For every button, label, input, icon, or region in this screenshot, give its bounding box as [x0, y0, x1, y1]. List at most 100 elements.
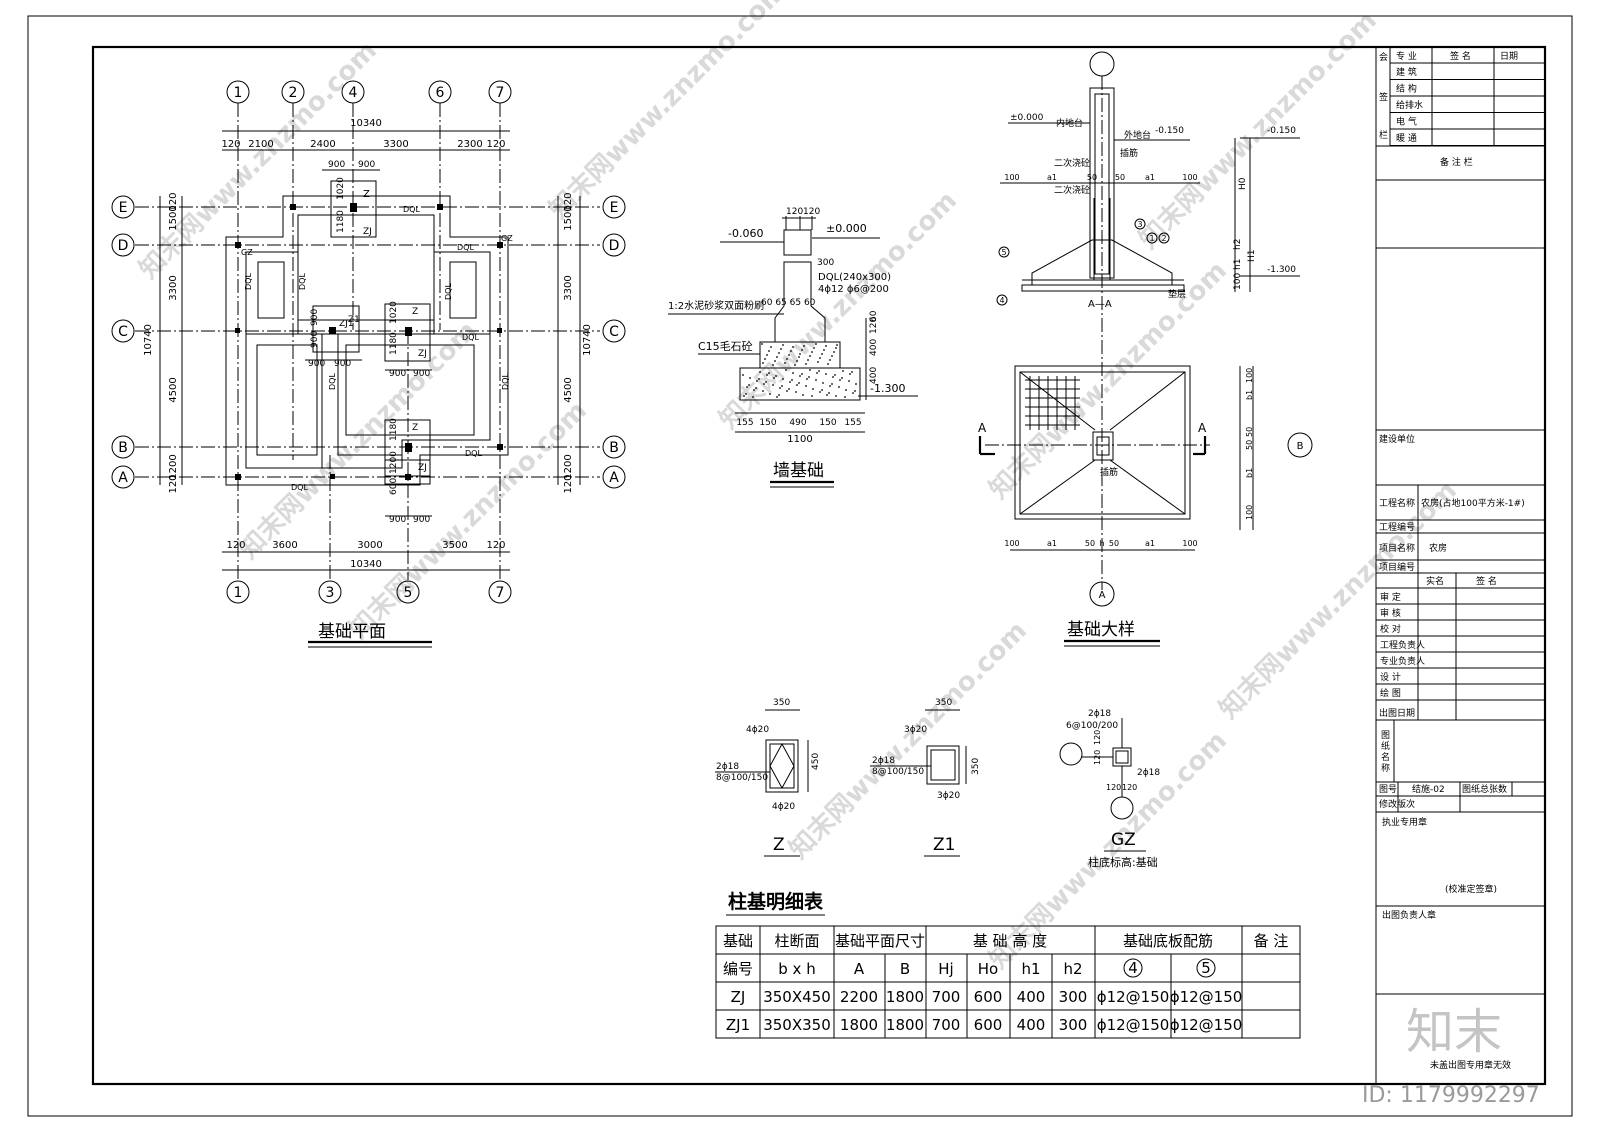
detail-mark-label: 5: [1001, 248, 1006, 257]
axis-bottom-3-label: 3: [326, 585, 335, 601]
concrete-speckle: [775, 375, 777, 377]
concrete-speckle: [782, 344, 784, 346]
col-z-w: 350: [773, 698, 790, 708]
concrete-speckle: [806, 378, 808, 380]
detail-dim: 50: [1087, 173, 1097, 182]
plan-d600: 600: [389, 478, 399, 495]
detail-sec-a-right: A: [1198, 421, 1207, 435]
plan-dim-left: 4500: [168, 377, 179, 402]
outer-frame: [27, 15, 1573, 1117]
concrete-speckle: [743, 395, 745, 397]
concrete-speckle: [849, 373, 851, 375]
detail-dim: 50: [1115, 173, 1125, 182]
tb-item-name-label: 项目名称: [1379, 542, 1415, 554]
concrete-speckle: [759, 371, 761, 373]
wall-mortar: 1:2水泥砂浆双面粉刷: [668, 299, 764, 312]
concrete-speckle: [833, 351, 835, 353]
col-z1-bottom: 3ϕ20: [937, 791, 960, 801]
table-header-bubble: [1123, 958, 1143, 978]
concrete-speckle: [815, 379, 817, 381]
table-cell: 700: [932, 1016, 961, 1034]
column-sections: 350 450 4ϕ20 2ϕ18 8@100/150 4ϕ20 Z 350 3…: [715, 698, 1160, 869]
table-cell: 350X350: [763, 1016, 831, 1034]
table-header: 5: [1201, 959, 1211, 977]
concrete-speckle: [780, 348, 782, 350]
axis-left-E-label: E: [119, 200, 128, 216]
concrete-speckle: [788, 354, 790, 356]
concrete-speckle: [763, 383, 765, 385]
plan-total-height-right: 10740: [582, 324, 593, 356]
table-cell: ZJ: [731, 988, 746, 1006]
concrete-speckle: [835, 347, 837, 349]
label-dql-10: DQL: [328, 373, 337, 390]
tb-logo-note: 未盖出图专用章无效: [1430, 1059, 1511, 1071]
axis-right-C-label: C: [609, 324, 619, 340]
axis-left-B-label: B: [118, 440, 128, 456]
wall-beam-rebar: 4ϕ12 ϕ6@200: [818, 284, 889, 295]
table-header: B: [900, 960, 910, 978]
plan-dim-bottom: 3600: [272, 540, 297, 551]
table-cell: 350X450: [763, 988, 831, 1006]
col-gz-d3: 120: [1106, 783, 1121, 792]
concrete-speckle: [796, 360, 798, 362]
concrete-speckle: [831, 383, 833, 385]
table-header: A: [854, 960, 865, 978]
concrete-speckle: [765, 381, 767, 383]
table-cell: 1800: [886, 988, 924, 1006]
concrete-speckle: [769, 393, 771, 395]
table-cell: 300: [1059, 988, 1088, 1006]
concrete-speckle: [776, 396, 778, 398]
tb-role: 校 对: [1380, 623, 1401, 635]
detail-dim: 100: [1004, 173, 1019, 182]
axis-right-D-label: D: [609, 238, 620, 254]
concrete-speckle: [768, 350, 770, 352]
plan-dim-top: 120: [486, 139, 505, 150]
concrete-speckle: [844, 396, 846, 398]
detail-plan-dim: 100: [1245, 368, 1254, 383]
concrete-speckle: [789, 381, 791, 383]
concrete-speckle: [805, 363, 807, 365]
concrete-speckle: [834, 374, 836, 376]
axis-bottom-5-bubble: [396, 580, 420, 604]
table-header: Hj: [938, 960, 953, 978]
plan-dim-right: 3300: [563, 275, 574, 300]
tb-role: 绘 图: [1380, 687, 1401, 699]
concrete-speckle: [803, 345, 805, 347]
concrete-speckle: [811, 395, 813, 397]
label-zj-3: ZJ: [418, 463, 427, 473]
concrete-speckle: [801, 349, 803, 351]
concrete-speckle: [796, 384, 798, 386]
detail-anchor2: 插筋: [1100, 466, 1118, 478]
wall-elev-side: -0.060: [728, 227, 763, 240]
detail-plan-bottom-dim: h: [1099, 539, 1104, 548]
axis-top-6-label: 6: [436, 85, 445, 101]
detail-plan-bottom-dim: 50: [1109, 539, 1119, 548]
plan-total-width-bottom: 10340: [350, 559, 382, 570]
detail-plan-bottom-dim: 100: [1182, 539, 1197, 548]
plan-dim-left: 1200: [168, 454, 179, 479]
wall-dim-right: 400: [869, 339, 879, 356]
concrete-speckle: [749, 377, 751, 379]
axis-bottom-7-label: 7: [496, 585, 505, 601]
label-zj-2: ZJ: [418, 349, 427, 359]
wall-elev-bottom: -1.300: [870, 382, 905, 395]
plan-total-height: 10740: [143, 324, 154, 356]
label-z1: Z1: [348, 315, 360, 325]
table-header: h2: [1063, 960, 1082, 978]
tb-total-label: 图纸总张数: [1462, 783, 1507, 795]
axis-right-B-label: B: [609, 440, 619, 456]
plan-dim-top: 2100: [248, 139, 273, 150]
table-header: 编号: [723, 960, 753, 978]
plan-dim-top: 2400: [310, 139, 335, 150]
label-zj1: ZJ1: [339, 319, 354, 329]
concrete-speckle: [753, 389, 755, 391]
tb-build-unit: 建设单位: [1379, 433, 1415, 445]
concrete-speckle: [792, 346, 794, 348]
wall-dim-right: 120: [869, 317, 879, 334]
plan-dim-left: 120: [168, 474, 179, 493]
detail-mark-bubble: [1146, 232, 1158, 244]
concrete-speckle: [809, 355, 811, 357]
concrete-speckle: [809, 369, 811, 371]
concrete-speckle: [772, 384, 774, 386]
